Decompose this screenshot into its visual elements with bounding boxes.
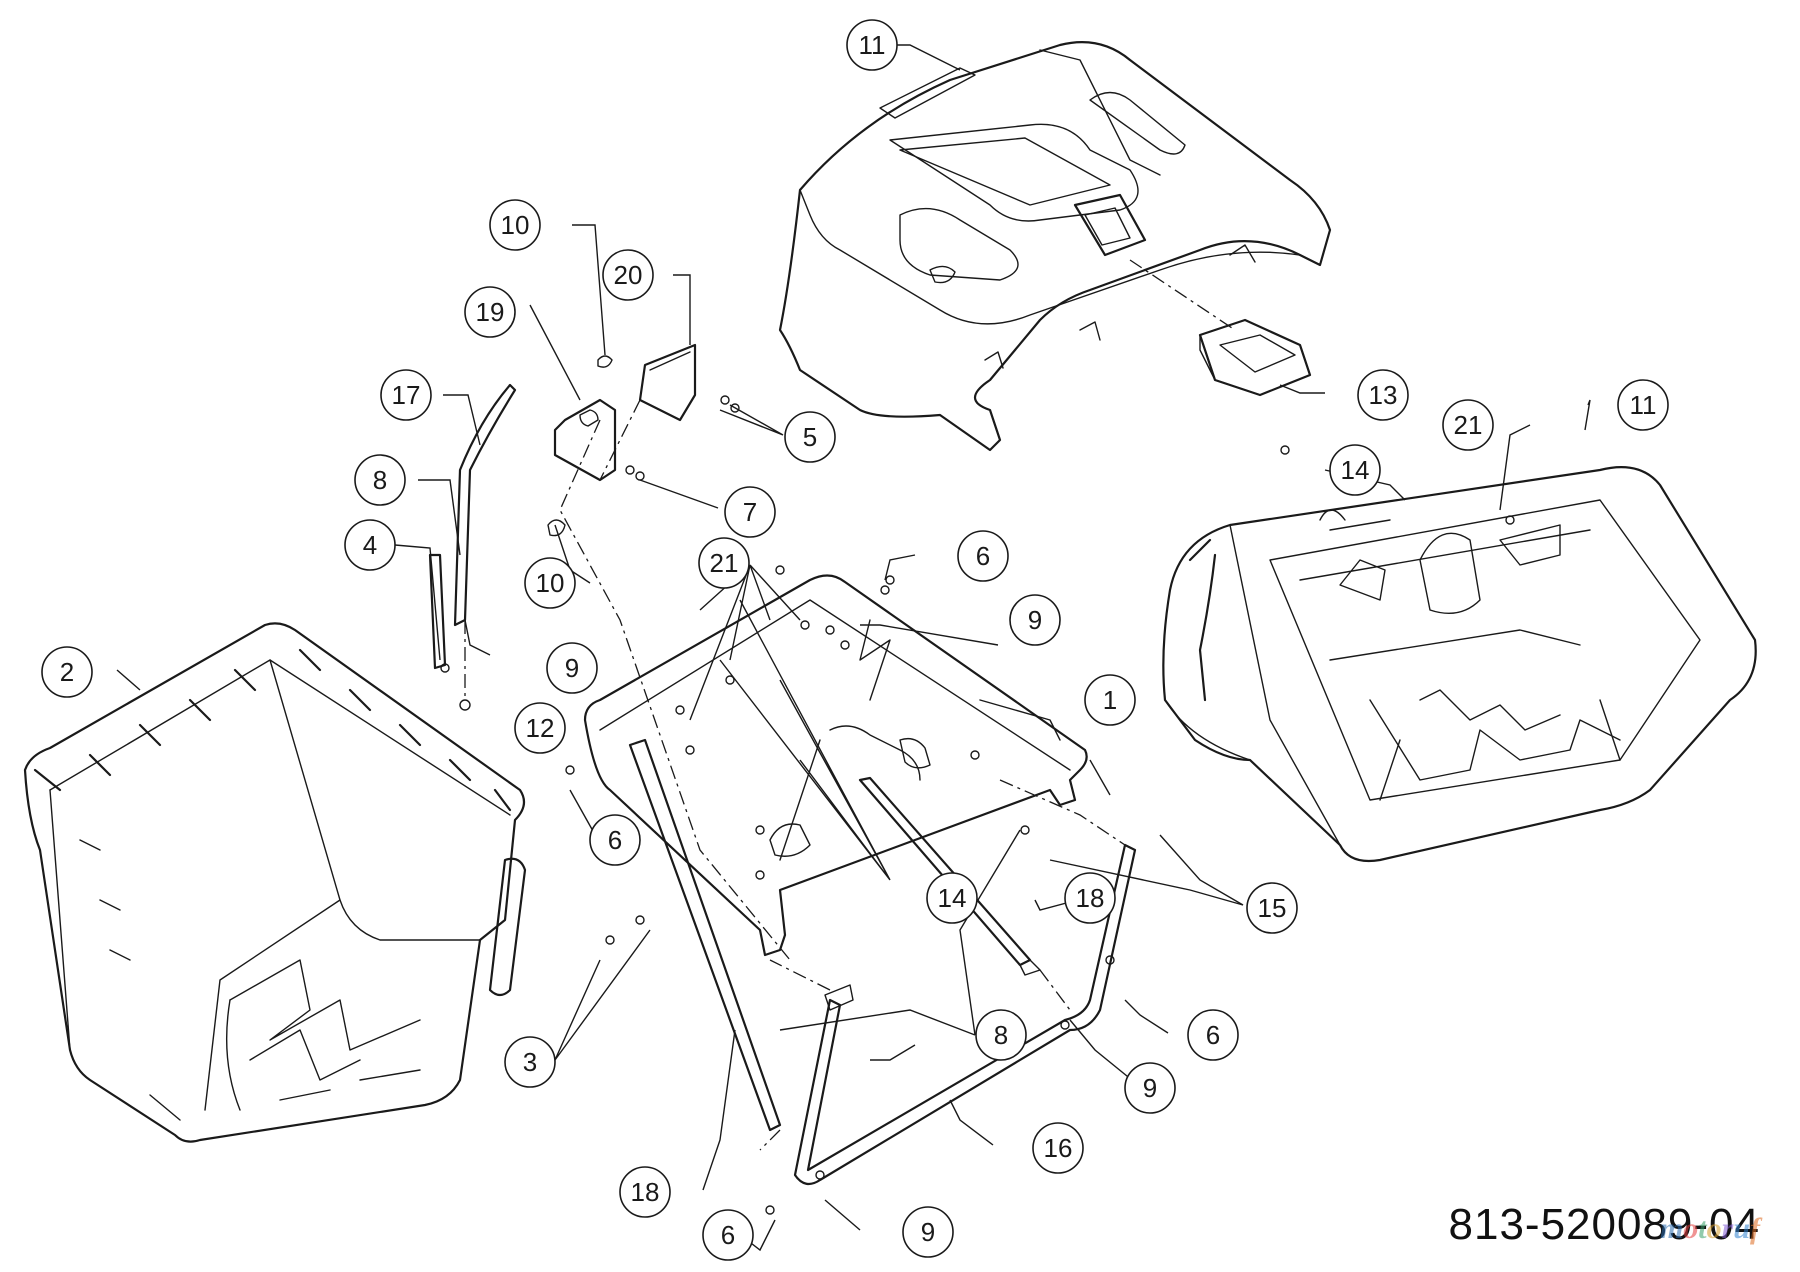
callout-12: 12	[514, 702, 566, 754]
svg-text:8: 8	[373, 465, 387, 495]
watermark-letter: o	[1683, 1212, 1699, 1245]
svg-text:9: 9	[1028, 605, 1042, 635]
callout-7: 7	[724, 486, 776, 538]
callout-9: 9	[1124, 1062, 1176, 1114]
svg-text:11: 11	[1630, 390, 1657, 420]
callout-16: 16	[1032, 1122, 1084, 1174]
callout-18: 18	[619, 1166, 671, 1218]
callout-14: 14	[1329, 444, 1381, 496]
svg-text:8: 8	[994, 1020, 1008, 1050]
handle-rods-drawing	[428, 383, 1137, 1186]
watermark-logo: motoruf	[1660, 1212, 1760, 1246]
callout-18: 18	[1064, 872, 1116, 924]
fasteners-drawing	[440, 395, 1515, 1215]
callout-9: 9	[902, 1206, 954, 1258]
svg-text:18: 18	[1076, 883, 1105, 913]
callout-3: 3	[504, 1036, 556, 1088]
callout-6: 6	[589, 814, 641, 866]
svg-text:19: 19	[476, 297, 505, 327]
callout-10: 10	[524, 557, 576, 609]
bag-lid-drawing	[778, 41, 1332, 452]
svg-text:10: 10	[536, 568, 565, 598]
svg-text:6: 6	[608, 825, 622, 855]
svg-text:9: 9	[921, 1217, 935, 1247]
svg-text:12: 12	[526, 713, 555, 743]
callout-11: 11	[1617, 379, 1669, 431]
bag-body-drawing	[23, 622, 527, 1143]
callout-2: 2	[41, 646, 93, 698]
callout-9: 9	[546, 642, 598, 694]
callout-21: 21	[1442, 399, 1494, 451]
callout-8: 8	[354, 454, 406, 506]
callout-17: 17	[380, 369, 432, 421]
svg-text:6: 6	[721, 1220, 735, 1250]
callout-20: 20	[602, 249, 654, 301]
svg-text:17: 17	[392, 380, 421, 410]
callout-6: 6	[957, 530, 1009, 582]
callout-9: 9	[1009, 594, 1061, 646]
svg-text:9: 9	[565, 653, 579, 683]
svg-text:2: 2	[60, 657, 74, 687]
svg-text:6: 6	[1206, 1020, 1220, 1050]
svg-text:3: 3	[523, 1047, 537, 1077]
callout-14: 14	[926, 872, 978, 924]
bag-frame-drawing	[583, 574, 1088, 957]
watermark-letter: f	[1750, 1212, 1760, 1245]
diagram-part-number: 813-520089-04	[1448, 1200, 1760, 1249]
watermark-letter: t	[1698, 1212, 1707, 1245]
callout-4: 4	[344, 519, 396, 571]
svg-text:9: 9	[1143, 1073, 1157, 1103]
svg-text:21: 21	[1454, 410, 1483, 440]
svg-text:14: 14	[1341, 455, 1370, 485]
svg-text:11: 11	[859, 30, 886, 60]
callout-8: 8	[975, 1009, 1027, 1061]
svg-text:14: 14	[938, 883, 967, 913]
watermark-letter: r	[1721, 1212, 1734, 1245]
svg-text:10: 10	[501, 210, 530, 240]
callout-5: 5	[784, 411, 836, 463]
svg-text:13: 13	[1369, 380, 1398, 410]
assembled-bag-drawing	[1162, 466, 1757, 863]
svg-text:1: 1	[1103, 685, 1117, 715]
watermark-letter: u	[1733, 1212, 1750, 1245]
callout-19: 19	[464, 286, 516, 338]
svg-text:20: 20	[614, 260, 643, 290]
callout-11: 11	[846, 19, 898, 71]
watermark-letter: m	[1659, 1212, 1684, 1245]
leader-lines	[116, 44, 1591, 1252]
svg-text:21: 21	[710, 548, 739, 578]
callout-1: 1	[1084, 674, 1136, 726]
callout-10: 10	[489, 199, 541, 251]
bracket-drawing	[547, 343, 697, 537]
callout-6: 6	[1187, 1009, 1239, 1061]
svg-text:4: 4	[363, 530, 377, 560]
handle-insert-drawing	[1198, 318, 1312, 397]
svg-text:15: 15	[1258, 893, 1287, 923]
svg-text:6: 6	[976, 541, 990, 571]
svg-text:18: 18	[631, 1177, 660, 1207]
svg-text:7: 7	[743, 497, 757, 527]
svg-text:16: 16	[1044, 1133, 1073, 1163]
callout-21: 21	[698, 537, 750, 589]
callout-6: 6	[702, 1209, 754, 1261]
watermark-letter: o	[1706, 1212, 1722, 1245]
svg-text:5: 5	[803, 422, 817, 452]
callout-13: 13	[1357, 369, 1409, 421]
callout-15: 15	[1246, 882, 1298, 934]
